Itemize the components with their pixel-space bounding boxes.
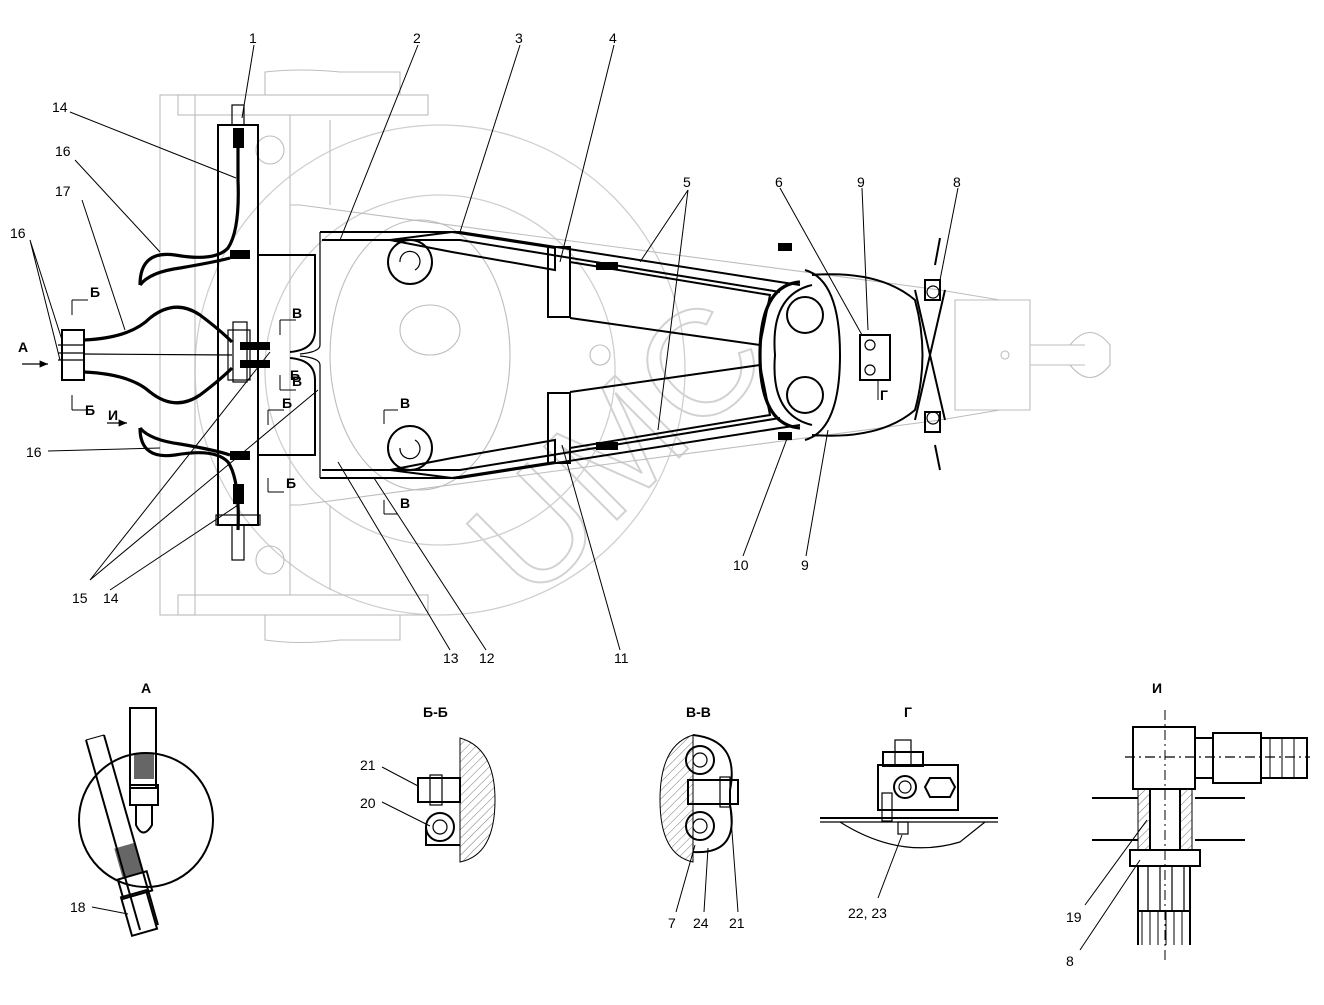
view-bb-title: Б-Б bbox=[423, 704, 448, 720]
svg-text:Б: Б bbox=[286, 475, 296, 491]
detail-view-i: И 19 8 bbox=[1066, 680, 1310, 969]
callout-6: 6 bbox=[775, 174, 783, 190]
view-bb-label-20: 20 bbox=[360, 795, 376, 811]
view-i-title: И bbox=[1152, 680, 1162, 696]
view-g-label-22-23: 22, 23 bbox=[848, 905, 887, 921]
callout-5: 5 bbox=[683, 174, 691, 190]
view-vv-label-7: 7 bbox=[668, 915, 676, 931]
cylinder-upper-rod bbox=[389, 230, 556, 272]
callout-3: 3 bbox=[515, 30, 523, 46]
callout-2: 2 bbox=[413, 30, 421, 46]
svg-text:Б: Б bbox=[282, 395, 292, 411]
view-a-label-18: 18 bbox=[70, 899, 86, 915]
callout-10: 10 bbox=[733, 557, 749, 573]
callout-9-top: 9 bbox=[857, 174, 865, 190]
svg-text:В: В bbox=[400, 495, 410, 511]
main-assembly bbox=[58, 104, 946, 561]
callout-17: 17 bbox=[55, 183, 71, 199]
callout-9-bottom: 9 bbox=[801, 557, 809, 573]
watermark: UMC bbox=[194, 124, 797, 628]
view-g-title: Г bbox=[904, 704, 912, 720]
tractor-frame-background bbox=[159, 69, 1111, 644]
hose-upper-loop bbox=[138, 140, 240, 286]
crossbar-right bbox=[914, 289, 946, 421]
detail-view-g: Г 22, 23 bbox=[820, 704, 998, 921]
view-bb-label-21: 21 bbox=[360, 757, 376, 773]
callout-numbers: 1 2 3 4 5 6 9 8 14 16 17 16 16 15 14 13 … bbox=[10, 30, 961, 666]
view-i-label-8: 8 bbox=[1066, 953, 1074, 969]
callout-16-left: 16 bbox=[10, 225, 26, 241]
callout-13: 13 bbox=[443, 650, 459, 666]
view-vv-title: В-В bbox=[686, 704, 711, 720]
svg-text:Б: Б bbox=[90, 284, 100, 300]
svg-text:Г: Г bbox=[880, 387, 888, 403]
svg-text:В: В bbox=[400, 395, 410, 411]
callout-15: 15 bbox=[72, 590, 88, 606]
cylinder-upper bbox=[547, 246, 571, 318]
detail-view-a: А 18 bbox=[70, 680, 214, 938]
callout-8: 8 bbox=[953, 174, 961, 190]
quick-coupler-block bbox=[61, 329, 85, 381]
svg-text:Б: Б bbox=[290, 367, 300, 383]
hose-middle bbox=[83, 305, 234, 344]
callout-1: 1 bbox=[249, 30, 257, 46]
view-vv-label-24: 24 bbox=[693, 915, 709, 931]
view-a-title: А bbox=[141, 680, 151, 696]
callout-14-bottom: 14 bbox=[103, 590, 119, 606]
view-arrow-a: А bbox=[18, 339, 28, 355]
view-vv-label-21: 21 bbox=[729, 915, 745, 931]
callout-4: 4 bbox=[609, 30, 617, 46]
detail-view-vv: В-В 7 24 21 bbox=[659, 704, 745, 931]
cylinder-lower bbox=[547, 392, 571, 464]
svg-text:Б: Б bbox=[85, 402, 95, 418]
svg-text:В: В bbox=[292, 373, 302, 389]
callout-12: 12 bbox=[479, 650, 495, 666]
view-i-label-19: 19 bbox=[1066, 909, 1082, 925]
detail-view-bb: Б-Б 21 20 bbox=[360, 704, 496, 863]
cylinder-lower-rod bbox=[389, 438, 556, 480]
callout-11: 11 bbox=[614, 650, 629, 666]
svg-text:В: В bbox=[292, 305, 302, 321]
callout-14-top: 14 bbox=[52, 99, 68, 115]
callout-16-bottom: 16 bbox=[26, 444, 42, 460]
hose-u-outer bbox=[758, 280, 801, 430]
view-arrow-i: И bbox=[108, 407, 118, 423]
callout-16-top: 16 bbox=[55, 143, 71, 159]
valve-block bbox=[859, 334, 891, 381]
section-marks: А И Б Б Б Б В В Б В В Г bbox=[18, 284, 888, 515]
callout-leaders bbox=[29, 44, 959, 651]
